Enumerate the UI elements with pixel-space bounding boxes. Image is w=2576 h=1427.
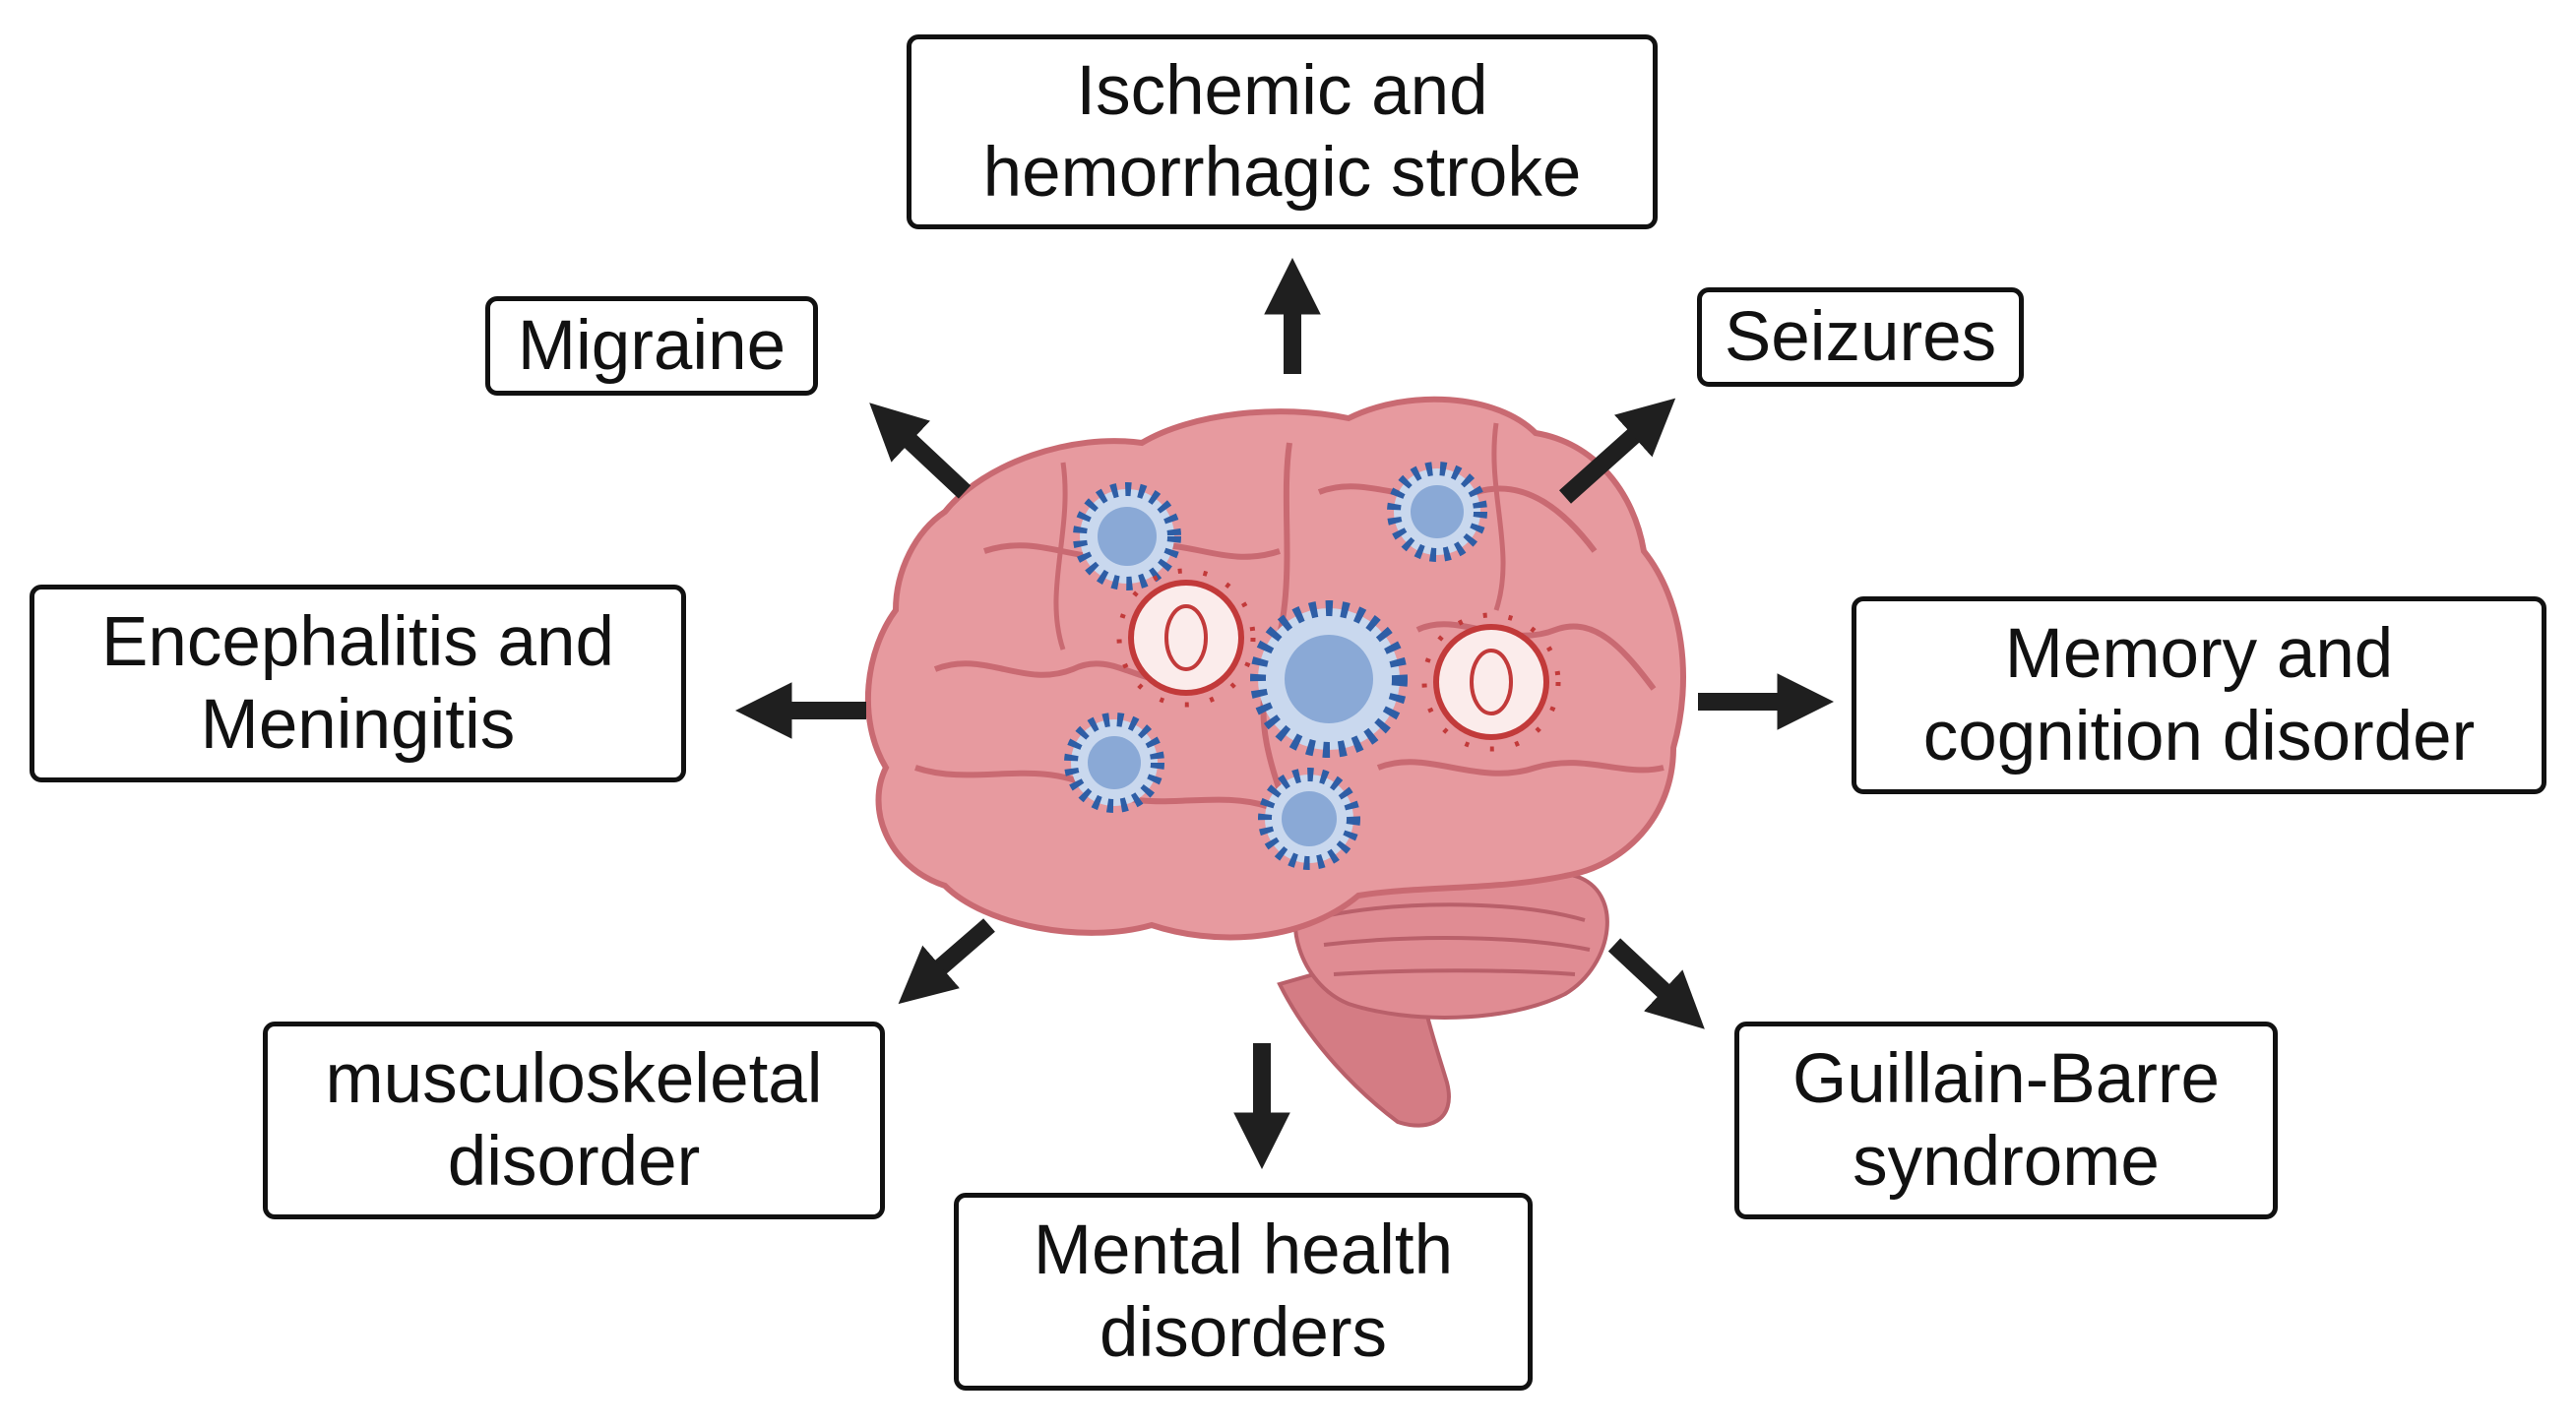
condition-label-line: syndrome [1853,1122,2160,1201]
infected-cell-icon [1116,568,1256,708]
condition-label-line: Guillain-Barre [1791,1040,2221,1119]
infected-cell-icon [1421,612,1561,752]
condition-label-line: Ischemic and [1076,51,1488,130]
condition-box-encephalitis: Encephalitis and Meningitis [30,585,686,782]
coronavirus-icon [1250,600,1408,758]
condition-label-line: Memory and [2004,615,2394,694]
condition-label-line: disorders [1099,1293,1387,1372]
condition-box-musculoskeletal: musculoskeletal disorder [263,1022,885,1219]
condition-box-mental-health: Mental health disorders [954,1193,1533,1391]
condition-label-line: Migraine [517,306,786,385]
condition-label-line: Mental health [1033,1211,1454,1290]
condition-label-line: hemorrhagic stroke [982,134,1582,212]
condition-label-line: disorder [447,1122,701,1201]
arrow-to-migraine [869,403,972,499]
condition-label-line: Meningitis [200,685,516,764]
condition-label-line: Seizures [1724,297,1997,376]
arrow-to-seizures [1558,398,1676,504]
coronavirus-icon [1258,768,1360,870]
condition-label-line: musculoskeletal [325,1040,823,1119]
condition-box-migraine: Migraine [485,296,818,396]
coronavirus-icon [1073,482,1181,590]
condition-label-line: cognition disorder [1922,697,2476,776]
condition-box-memory: Memory and cognition disorder [1852,596,2546,794]
condition-box-stroke: Ischemic and hemorrhagic stroke [907,34,1658,229]
arrow-to-musculoskeletal [898,918,995,1005]
coronavirus-icon [1387,462,1487,562]
arrow-to-guillain-barre [1607,938,1705,1029]
coronavirus-icon [1064,713,1164,813]
condition-label-line: Encephalitis and [100,603,615,682]
condition-box-guillain-barre: Guillain-Barre syndrome [1734,1022,2278,1219]
condition-box-seizures: Seizures [1697,287,2024,387]
